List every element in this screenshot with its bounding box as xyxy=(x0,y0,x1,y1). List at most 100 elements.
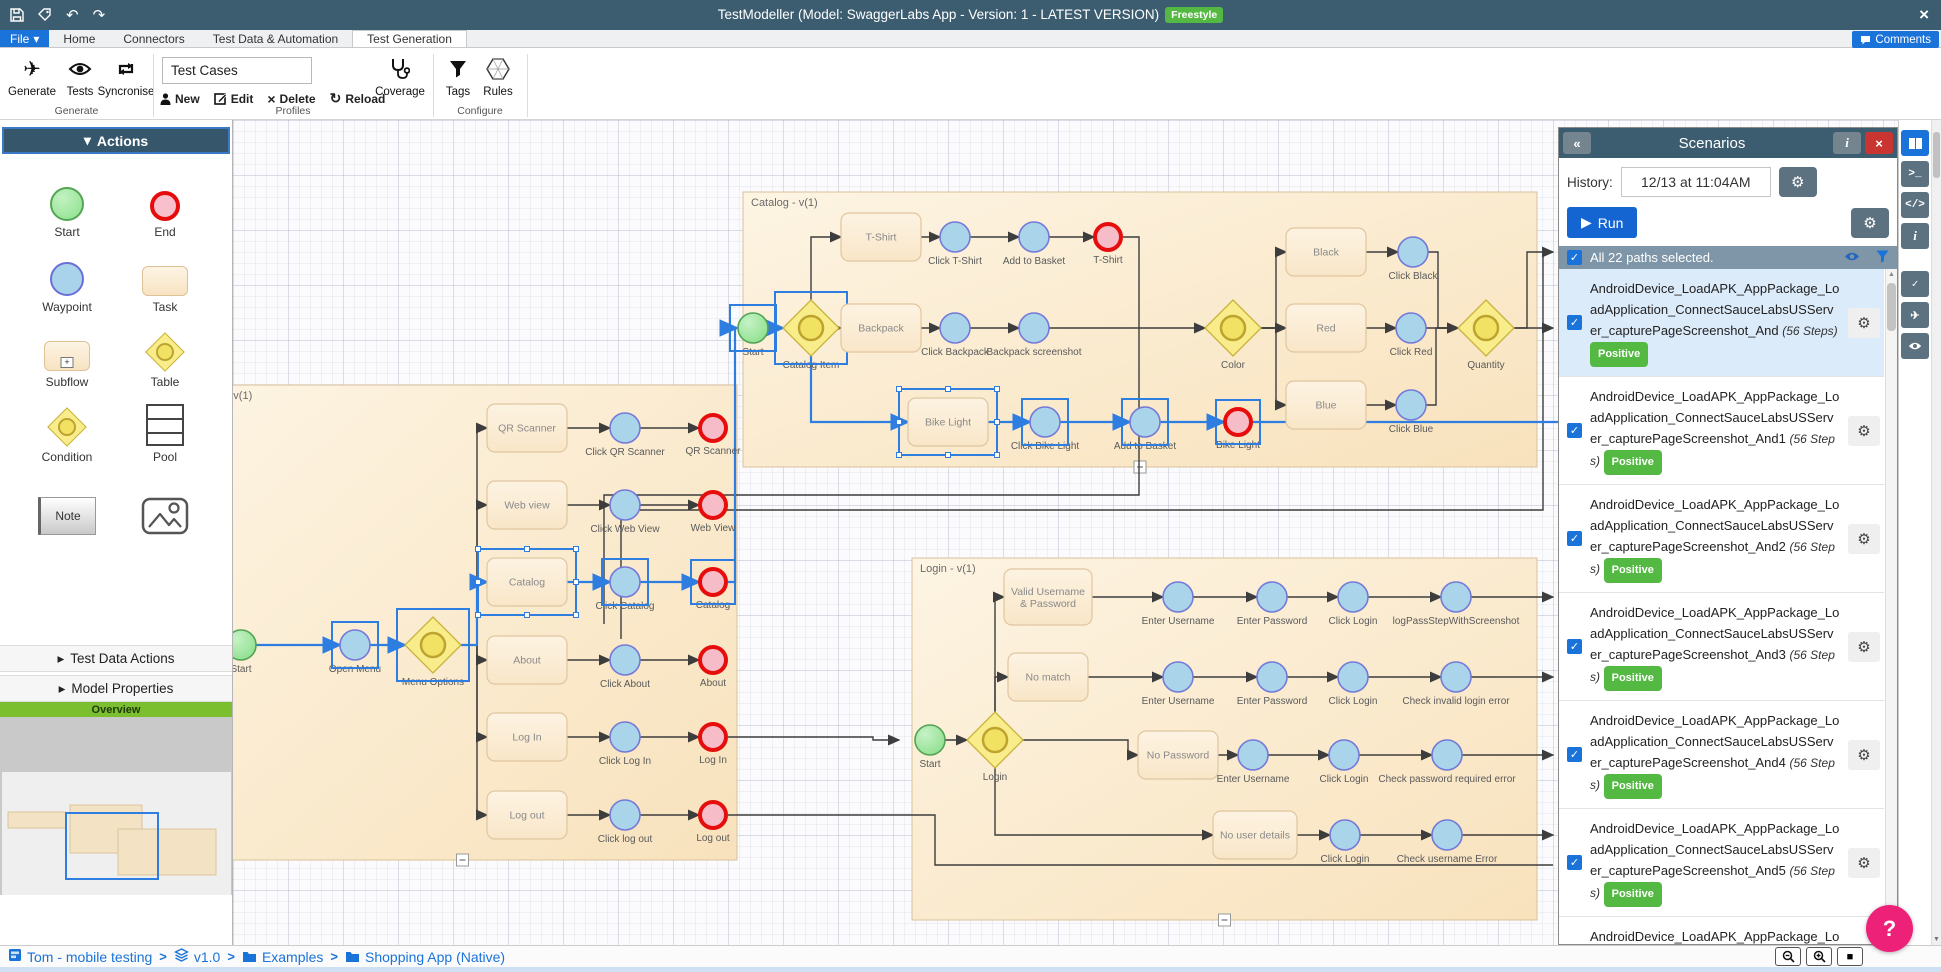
file-menu-button[interactable]: File▾ xyxy=(0,30,49,47)
selection-handle[interactable] xyxy=(995,453,1000,458)
scenario-checkbox[interactable]: ✓ xyxy=(1567,747,1582,762)
vertical-scrollbar[interactable]: ▼ xyxy=(1931,120,1941,945)
code-button[interactable]: </> xyxy=(1901,192,1929,218)
canvas-node-l_start[interactable]: Start xyxy=(915,725,945,770)
zoom-in-button[interactable] xyxy=(1806,947,1832,966)
close-panel-button[interactable]: × xyxy=(1865,132,1893,154)
palette-start[interactable]: Start xyxy=(18,164,116,239)
tags-button[interactable]: Tags xyxy=(440,56,476,98)
canvas-node-m_li[interactable]: Log In xyxy=(487,713,567,761)
breadcrumb-item[interactable]: Shopping App (Native) xyxy=(345,949,505,965)
palette-pool[interactable]: Pool xyxy=(116,389,214,464)
undo-icon[interactable]: ↶ xyxy=(66,8,79,23)
profile-edit-button[interactable]: Edit xyxy=(214,92,254,106)
canvas-node-m_ab[interactable]: About xyxy=(487,636,567,684)
tab-test-generation[interactable]: Test Generation xyxy=(352,30,467,47)
scenario-settings-button[interactable]: ⚙ xyxy=(1848,740,1880,770)
run-settings-button[interactable]: ⚙ xyxy=(1851,208,1889,238)
zoom-out-button[interactable] xyxy=(1775,947,1801,966)
canvas-node-m_qr[interactable]: QR Scanner xyxy=(487,404,567,452)
terminal-button[interactable]: >_ xyxy=(1901,161,1929,187)
syncronise-button[interactable]: Syncronise xyxy=(102,56,150,98)
palette-image[interactable] xyxy=(116,464,214,539)
tag-icon[interactable] xyxy=(38,8,52,23)
generate-side-button[interactable]: ✈ xyxy=(1901,302,1929,328)
check-side-button[interactable]: ✓ xyxy=(1901,271,1929,297)
scenario-settings-button[interactable]: ⚙ xyxy=(1848,524,1880,554)
breadcrumb-item[interactable]: Tom - mobile testing xyxy=(8,948,152,965)
comments-button[interactable]: Comments xyxy=(1852,31,1939,48)
selection-handle[interactable] xyxy=(525,613,530,618)
scenario-checkbox[interactable]: ✓ xyxy=(1567,423,1582,438)
selection-handle[interactable] xyxy=(525,547,530,552)
palette-condition[interactable]: Condition xyxy=(18,389,116,464)
run-button[interactable]: ▶Run xyxy=(1567,207,1637,238)
eye-side-button[interactable] xyxy=(1901,333,1929,359)
palette-task[interactable]: Task xyxy=(116,239,214,314)
scenario-item[interactable]: ✓ AndroidDevice_LoadAPK_AppPackage_LoadA… xyxy=(1559,809,1884,917)
info-button[interactable]: i xyxy=(1833,132,1861,154)
canvas-node-c_bl[interactable]: Blue xyxy=(1286,381,1366,429)
scenario-item[interactable]: ✓ AndroidDevice_LoadAPK_AppPackage_LoadA… xyxy=(1559,485,1884,593)
canvas-node-c_bp[interactable]: Backpack xyxy=(841,304,921,352)
save-icon[interactable] xyxy=(10,8,24,23)
scenario-checkbox[interactable]: ✓ xyxy=(1567,315,1582,330)
selection-handle[interactable] xyxy=(476,580,481,585)
selection-handle[interactable] xyxy=(574,580,579,585)
tab-home[interactable]: Home xyxy=(49,30,109,47)
palette-waypoint[interactable]: Waypoint xyxy=(18,239,116,314)
rules-button[interactable]: Rules xyxy=(478,56,518,98)
section-test-data-actions[interactable]: ▸Test Data Actions xyxy=(0,645,232,672)
section-model-properties[interactable]: ▸Model Properties xyxy=(0,675,232,702)
canvas-node-l_t2[interactable]: No match xyxy=(1008,653,1088,701)
scenario-settings-button[interactable]: ⚙ xyxy=(1848,308,1880,338)
selection-handle[interactable] xyxy=(574,547,579,552)
canvas-node-m_loe[interactable]: Log out xyxy=(696,802,730,844)
selection-handle[interactable] xyxy=(897,453,902,458)
fit-view-button[interactable]: ■ xyxy=(1837,947,1863,966)
scenario-item[interactable]: ✓ AndroidDevice_LoadAPK_AppPackage_LoadA… xyxy=(1559,269,1884,377)
canvas-node-c_bk[interactable]: Black xyxy=(1286,228,1366,276)
history-input[interactable] xyxy=(1621,167,1771,197)
breadcrumb-item[interactable]: Examples xyxy=(242,949,323,965)
canvas-node-l_t1[interactable]: Valid Username& Password xyxy=(1004,569,1092,625)
canvas-node-m_wv[interactable]: Web view xyxy=(487,481,567,529)
close-icon[interactable]: × xyxy=(1919,5,1929,25)
profile-input[interactable] xyxy=(162,57,312,84)
canvas-node-l_t3[interactable]: No Password xyxy=(1138,731,1218,779)
selection-handle[interactable] xyxy=(476,547,481,552)
palette-end[interactable]: End xyxy=(116,164,214,239)
actions-panel-header[interactable]: ▾ Actions xyxy=(2,127,230,154)
history-settings-button[interactable]: ⚙ xyxy=(1779,167,1817,197)
canvas-node-m_lie[interactable]: Log In xyxy=(699,724,727,766)
scenario-checkbox[interactable]: ✓ xyxy=(1567,855,1582,870)
scenario-settings-button[interactable]: ⚙ xyxy=(1848,848,1880,878)
selection-handle[interactable] xyxy=(574,613,579,618)
collapse-panel-button[interactable]: « xyxy=(1563,132,1591,154)
list-scrollbar[interactable]: ▲▼ xyxy=(1885,269,1897,944)
minimap[interactable] xyxy=(0,717,232,895)
selection-handle[interactable] xyxy=(946,453,951,458)
canvas-node-m_lo[interactable]: Log out xyxy=(487,791,567,839)
scenario-item[interactable]: ✓ AndroidDevice_LoadAPK_AppPackage_LoadA… xyxy=(1559,377,1884,485)
redo-icon[interactable]: ↷ xyxy=(93,8,106,23)
canvas-node-m_abe[interactable]: About xyxy=(700,647,726,689)
scenario-checkbox[interactable]: ✓ xyxy=(1567,639,1582,654)
scenario-settings-button[interactable]: ⚙ xyxy=(1848,632,1880,662)
scenario-checkbox[interactable]: ✓ xyxy=(1567,531,1582,546)
scenario-item[interactable]: ✓ AndroidDevice_LoadAPK_AppPackage_LoadA… xyxy=(1559,701,1884,809)
palette-subflow[interactable]: +Subflow xyxy=(18,314,116,389)
info-side-button[interactable]: i xyxy=(1901,223,1929,249)
canvas-node-c_tse[interactable]: T-Shirt xyxy=(1093,224,1123,266)
breadcrumb-item[interactable]: v1.0 xyxy=(174,948,220,965)
canvas-node-l_t4[interactable]: No user details xyxy=(1213,811,1297,859)
profile-new-button[interactable]: New xyxy=(160,92,200,106)
palette-table[interactable]: Table xyxy=(116,314,214,389)
generate-button[interactable]: ✈ Generate xyxy=(8,56,56,98)
select-all-checkbox[interactable]: ✓ xyxy=(1567,250,1582,265)
palette-note[interactable]: Note xyxy=(18,464,116,539)
scenario-settings-button[interactable]: ⚙ xyxy=(1848,416,1880,446)
selection-handle[interactable] xyxy=(995,387,1000,392)
canvas-node-c_ts[interactable]: T-Shirt xyxy=(841,213,921,261)
selection-handle[interactable] xyxy=(897,387,902,392)
